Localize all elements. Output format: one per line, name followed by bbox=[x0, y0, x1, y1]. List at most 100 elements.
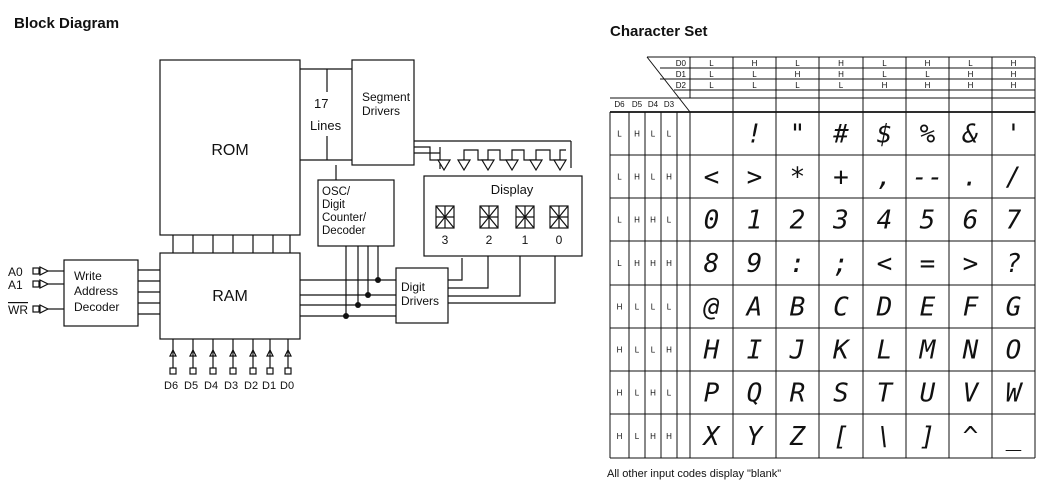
segment-outputs bbox=[414, 140, 572, 169]
digit-number-3: 3 bbox=[442, 233, 449, 247]
osc-label-3: Counter/ bbox=[322, 212, 367, 224]
row-bit: L bbox=[617, 130, 622, 139]
rom-ram-bus bbox=[172, 235, 291, 253]
row-header-label-d4: D4 bbox=[648, 100, 659, 109]
pin-label-d4: D4 bbox=[204, 380, 218, 392]
character-glyph: S bbox=[833, 379, 849, 409]
decoder-label-1: Write bbox=[74, 269, 102, 283]
row-bit: L bbox=[667, 389, 672, 398]
character-glyph: ? bbox=[1006, 249, 1022, 279]
character-glyph: N bbox=[962, 336, 979, 366]
character-glyph: E bbox=[920, 293, 936, 323]
row-bit: L bbox=[651, 173, 656, 182]
character-glyph: / bbox=[1006, 163, 1022, 193]
input-buffers bbox=[32, 266, 64, 314]
character-glyph: 0 bbox=[704, 206, 720, 236]
display-digit-3 bbox=[435, 205, 455, 229]
data-pins bbox=[169, 339, 292, 375]
row-bit: H bbox=[666, 432, 672, 441]
row-bit: L bbox=[667, 303, 672, 312]
decoder-label-2: Address bbox=[74, 284, 118, 298]
character-glyph: J bbox=[789, 336, 806, 366]
row-bit: L bbox=[635, 432, 640, 441]
rom-label: ROM bbox=[211, 142, 248, 159]
digit-driver-outputs bbox=[448, 256, 556, 304]
character-glyph: 6 bbox=[963, 206, 979, 236]
col-bit: L bbox=[709, 59, 714, 68]
display-digits bbox=[435, 205, 569, 229]
row-bit: L bbox=[617, 216, 622, 225]
row-bit: L bbox=[617, 259, 622, 268]
character-glyph: H bbox=[703, 336, 720, 366]
character-glyph: P bbox=[704, 379, 720, 409]
character-glyph: G bbox=[1006, 293, 1022, 323]
osc-block bbox=[317, 179, 395, 247]
character-set-title: Character Set bbox=[610, 23, 708, 40]
col-bit: L bbox=[882, 59, 887, 68]
input-a1: A1 bbox=[8, 278, 23, 292]
character-glyph: 5 bbox=[920, 206, 936, 236]
decoder-label-3: Decoder bbox=[74, 300, 119, 314]
row-bit: L bbox=[651, 303, 656, 312]
ram-label: RAM bbox=[212, 288, 248, 305]
digit-number-1: 1 bbox=[522, 233, 529, 247]
character-glyph: ; bbox=[833, 249, 849, 279]
character-glyph: W bbox=[1006, 379, 1024, 409]
character-glyph: O bbox=[1006, 336, 1022, 366]
character-glyph: + bbox=[833, 163, 849, 193]
pin-label-d6: D6 bbox=[164, 380, 178, 392]
input-a0: A0 bbox=[8, 265, 23, 279]
character-glyph: A bbox=[745, 293, 763, 323]
character-glyph: D bbox=[876, 293, 893, 323]
col-bit: H bbox=[1011, 70, 1017, 79]
character-glyph: I bbox=[747, 336, 763, 366]
character-glyph: > bbox=[963, 249, 979, 279]
character-glyph: ^ bbox=[963, 422, 979, 452]
row-bit: H bbox=[634, 173, 640, 182]
digit-number-0: 0 bbox=[556, 233, 563, 247]
write-address-decoder-block bbox=[63, 259, 139, 327]
col-bit: L bbox=[795, 81, 800, 90]
character-glyph: . bbox=[963, 163, 979, 193]
character-glyph: V bbox=[963, 379, 980, 409]
character-glyph: M bbox=[919, 336, 937, 366]
character-glyph: : bbox=[790, 249, 806, 279]
col-bit: H bbox=[838, 70, 844, 79]
row-bit: H bbox=[650, 432, 656, 441]
character-glyph: $ bbox=[877, 120, 893, 150]
pin-label-d1: D1 bbox=[262, 380, 276, 392]
row-bit: H bbox=[634, 130, 640, 139]
osc-label-2: Digit bbox=[322, 199, 346, 211]
row-bit: H bbox=[617, 346, 623, 355]
ram-outputs bbox=[300, 279, 396, 317]
character-glyph: U bbox=[920, 379, 936, 409]
input-wr: WR bbox=[8, 303, 28, 317]
col-bit: L bbox=[925, 70, 930, 79]
character-glyph: F bbox=[963, 293, 980, 323]
segment-drivers-block bbox=[351, 59, 415, 166]
display-block bbox=[423, 175, 583, 257]
character-glyph: & bbox=[962, 120, 979, 150]
row-bit: H bbox=[617, 432, 623, 441]
character-glyph: 2 bbox=[790, 206, 806, 236]
display-digit-1 bbox=[515, 205, 535, 229]
block-diagram-title: Block Diagram bbox=[14, 15, 120, 32]
display-label: Display bbox=[491, 182, 534, 197]
row-bit: H bbox=[634, 259, 640, 268]
character-glyph: R bbox=[790, 379, 806, 409]
character-glyph: Q bbox=[747, 379, 763, 409]
row-bit: L bbox=[667, 130, 672, 139]
character-glyph: # bbox=[832, 120, 849, 150]
rom-block bbox=[159, 59, 301, 236]
pin-label-d0: D0 bbox=[280, 380, 294, 392]
character-glyph: 1 bbox=[747, 206, 763, 236]
character-glyph: 4 bbox=[877, 206, 893, 236]
col-header-label-d1: D1 bbox=[676, 70, 687, 79]
character-glyph: T bbox=[877, 379, 894, 409]
pin-label-d3: D3 bbox=[224, 380, 238, 392]
col-bit: L bbox=[709, 81, 714, 90]
junction-dots bbox=[343, 277, 381, 319]
row-bit: H bbox=[650, 259, 656, 268]
